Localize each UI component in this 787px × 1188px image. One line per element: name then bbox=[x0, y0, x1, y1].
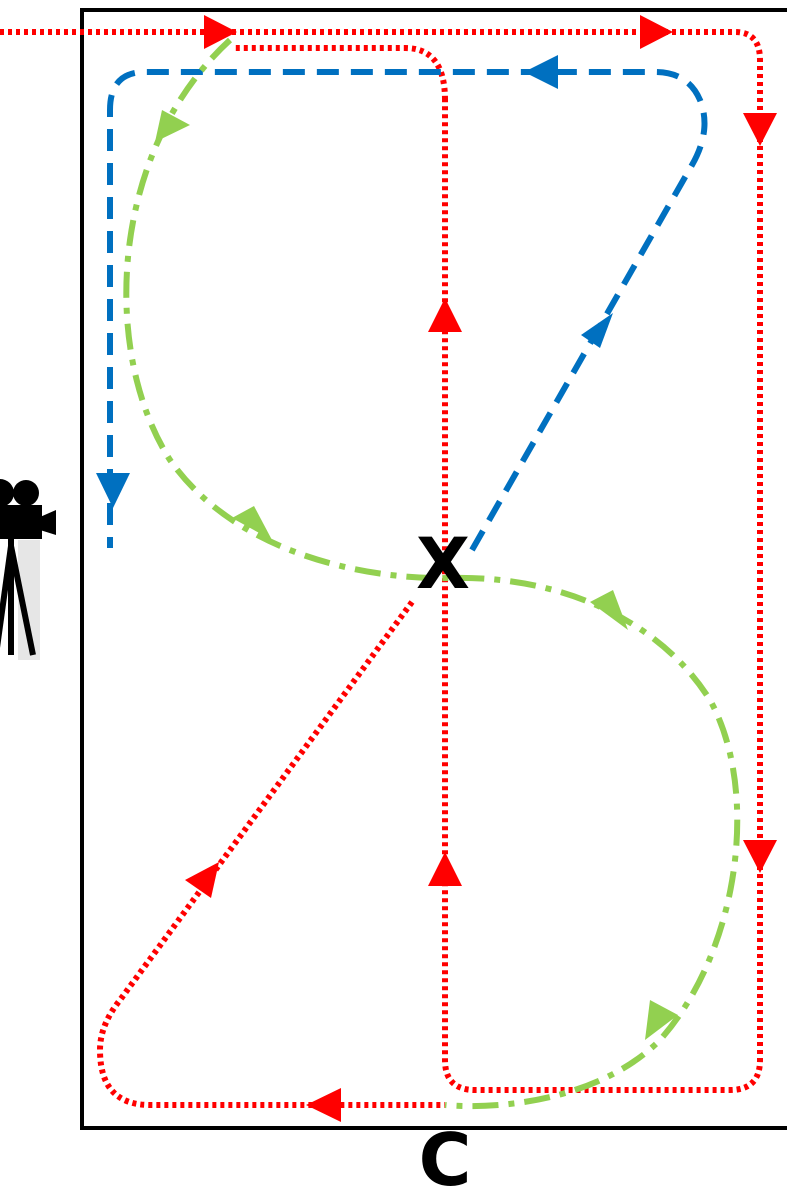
red-arrow-right-upper bbox=[743, 113, 777, 146]
red-arrow-center-upper bbox=[428, 298, 462, 332]
green-arrow-mid-left bbox=[232, 506, 272, 540]
movie-camera-on-tripod-icon bbox=[0, 479, 56, 660]
red-dotted-path bbox=[0, 29, 763, 1108]
blue-arrow-left bbox=[96, 473, 130, 508]
green-arrowheads bbox=[155, 110, 678, 1040]
blue-arrow-diagonal bbox=[581, 313, 613, 348]
center-mark-label: X bbox=[416, 523, 470, 605]
red-arrow-center-lower bbox=[428, 852, 462, 886]
red-arrow-right-lower bbox=[743, 840, 777, 873]
green-arrow-top-left bbox=[155, 110, 190, 142]
red-arrow-top-right bbox=[640, 15, 673, 49]
bottom-label: C bbox=[419, 1118, 472, 1188]
red-arrowheads bbox=[185, 15, 777, 1122]
blue-dashed-path bbox=[107, 69, 708, 552]
camera-base-shadow bbox=[18, 540, 40, 660]
blue-arrowheads bbox=[96, 55, 613, 508]
blue-arrow-top bbox=[524, 55, 558, 89]
area-frame bbox=[80, 8, 787, 1130]
red-arrow-bottom bbox=[306, 1088, 341, 1122]
green-arrow-bottom-right bbox=[645, 1000, 678, 1040]
red-arrow-top-left bbox=[204, 15, 237, 49]
green-arrow-mid-right bbox=[590, 590, 628, 630]
red-arrow-diagonal bbox=[185, 862, 219, 898]
